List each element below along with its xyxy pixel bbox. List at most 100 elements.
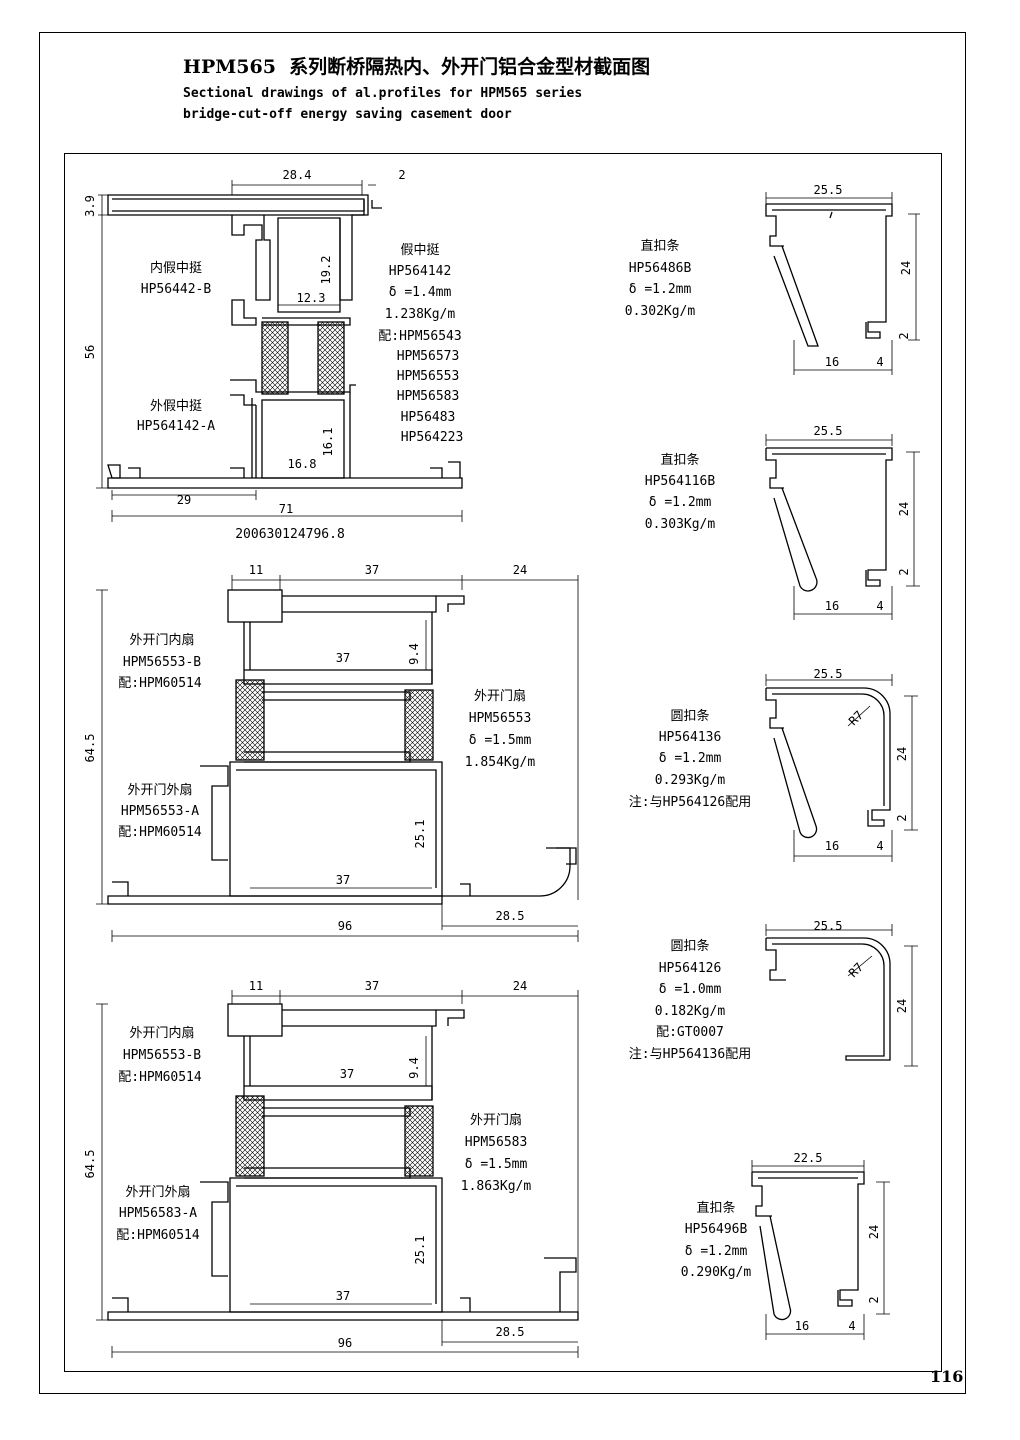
s3-outer-sash-name: 外开门外扇 <box>125 1185 191 1200</box>
bead-5-code: HP56496B <box>684 1222 748 1237</box>
subtitle-line-2: bridge-cut-off energy saving casement do… <box>183 107 512 122</box>
s2-dim-9: 9.4 <box>407 643 421 665</box>
bead-3-thickness: δ =1.2mm <box>658 751 722 766</box>
s2-outer-sash-name: 外开门外扇 <box>127 783 193 798</box>
bead-5-b1: 16 <box>794 1319 810 1333</box>
bead-profile-5 <box>751 1171 865 1321</box>
mullion-fit-2: HPM56553 <box>396 369 460 384</box>
outer-mullion-name: 外假中挺 <box>149 399 203 414</box>
bead-3-b1: 16 <box>824 839 840 853</box>
bead-4-width: 25.5 <box>813 919 843 933</box>
sash-profile-2 <box>107 1003 579 1321</box>
bead-2-thickness: δ =1.2mm <box>648 495 712 510</box>
s2-outer-sash-code: HPM56553-A <box>120 804 200 819</box>
s3-dim-11: 11 <box>248 979 264 993</box>
s2-sash-name: 外开门扇 <box>473 689 527 704</box>
mullion-name: 假中挺 <box>400 243 440 258</box>
s2-inner-sash-code: HPM56553-B <box>122 655 202 670</box>
bead-4-name: 圆扣条 <box>670 939 710 954</box>
s2-sash-weight: 1.854Kg/m <box>464 755 536 770</box>
bead-2-b2: 4 <box>876 599 884 613</box>
bead-2-b3: 2 <box>897 568 911 576</box>
bead-3-height: 24 <box>895 746 909 762</box>
bead-2-weight: 0.303Kg/m <box>644 517 716 532</box>
s3-sash-thickness: δ =1.5mm <box>464 1157 528 1172</box>
dim-29: 29 <box>176 493 192 507</box>
bead-2-name: 直扣条 <box>660 453 700 468</box>
bead-4-fit: 配:GT0007 <box>656 1025 724 1040</box>
bead-1-b3: 2 <box>897 332 911 340</box>
s3-dim-37: 37 <box>364 979 380 993</box>
mullion-drawing-no: 200630124796.8 <box>235 527 345 542</box>
s3-inner-sash-fit: 配:HPM60514 <box>118 1070 202 1085</box>
s3-sash-code: HPM56583 <box>464 1135 528 1150</box>
s3-dim-28: 28.5 <box>495 1325 525 1339</box>
bead-3-note: 注:与HP564126配用 <box>628 795 752 810</box>
s2-dim-11: 11 <box>248 563 264 577</box>
bead-3-width: 25.5 <box>813 667 843 681</box>
s2-dim-28: 28.5 <box>495 909 525 923</box>
mullion-dimensions <box>96 180 463 522</box>
bead-5-b2: 4 <box>848 1319 856 1333</box>
bead-1-weight: 0.302Kg/m <box>624 304 696 319</box>
s2-outer-sash-fit: 配:HPM60514 <box>118 825 202 840</box>
dim-height: 56 <box>83 344 97 360</box>
bead-1-thickness: δ =1.2mm <box>628 282 692 297</box>
bead-4-height: 24 <box>895 998 909 1014</box>
s2-sash-thickness: δ =1.5mm <box>468 733 532 748</box>
inner-mullion-name: 内假中挺 <box>149 261 203 276</box>
bead-1-height: 24 <box>899 260 913 276</box>
s3-sash-name: 外开门扇 <box>469 1113 523 1128</box>
mullion-fit-5: HP564223 <box>400 430 464 445</box>
bead-4-code: HP564126 <box>658 961 722 976</box>
mullion-thickness: δ =1.4mm <box>388 285 452 300</box>
page-title: HPM565 系列断桥隔热内、外开门铝合金型材截面图 <box>183 56 651 78</box>
inner-mullion-code: HP56442-B <box>140 282 212 297</box>
s3-dim-25: 25.1 <box>413 1235 427 1265</box>
bead-2-height: 24 <box>897 501 911 517</box>
bead-profile-2 <box>765 447 893 592</box>
bead-dims-3 <box>765 674 918 862</box>
dim-top: 28.4 <box>282 168 312 182</box>
drawing-border <box>64 153 942 1372</box>
bead-5-name: 直扣条 <box>696 1201 736 1216</box>
bead-4-note: 注:与HP564136配用 <box>628 1047 752 1062</box>
s3-inner-sash-name: 外开门内扇 <box>129 1026 195 1041</box>
s2-dim-37: 37 <box>364 563 380 577</box>
s2-inner-sash-name: 外开门内扇 <box>129 633 195 648</box>
bead-3-b3: 2 <box>895 814 909 822</box>
bead-dims-5 <box>751 1160 890 1340</box>
outer-mullion-code: HP564142-A <box>136 419 216 434</box>
bead-dims-2 <box>765 434 920 620</box>
sash-dimensions-1 <box>96 575 579 942</box>
bead-3-b2: 4 <box>876 839 884 853</box>
drawing-frame <box>39 32 966 1394</box>
mullion-fit-0: 配:HPM56543 <box>378 329 462 344</box>
bead-profile-3 <box>765 687 891 839</box>
s2-inner-sash-fit: 配:HPM60514 <box>118 676 202 691</box>
dim-flange: 3.9 <box>83 195 97 217</box>
bead-2-b1: 16 <box>824 599 840 613</box>
sash-dimensions-2 <box>96 990 579 1358</box>
mullion-fit-3: HPM56583 <box>396 389 460 404</box>
bead-1-name: 直扣条 <box>640 239 680 254</box>
s3-dim-96: 96 <box>337 1336 353 1350</box>
s3-dim-9: 9.4 <box>407 1057 421 1079</box>
s3-dim-37b: 37 <box>339 1067 355 1081</box>
s2-dim-25: 25.1 <box>413 819 427 849</box>
bead-4-thickness: δ =1.0mm <box>658 982 722 997</box>
s2-dim-96: 96 <box>337 919 353 933</box>
bead-5-b3: 2 <box>867 1296 881 1304</box>
dim-12: 12.3 <box>296 291 326 305</box>
bead-5-height: 24 <box>867 1224 881 1240</box>
s3-sash-weight: 1.863Kg/m <box>460 1179 532 1194</box>
s2-dim-height: 64.5 <box>83 733 97 763</box>
s2-dim-37c: 37 <box>335 873 351 887</box>
bead-1-code: HP56486B <box>628 261 692 276</box>
bead-profile-4 <box>765 937 891 1061</box>
bead-5-weight: 0.290Kg/m <box>680 1265 752 1280</box>
dim-19: 19.2 <box>319 255 333 285</box>
bead-3-name: 圆扣条 <box>670 709 710 724</box>
bead-3-code: HP564136 <box>658 730 722 745</box>
